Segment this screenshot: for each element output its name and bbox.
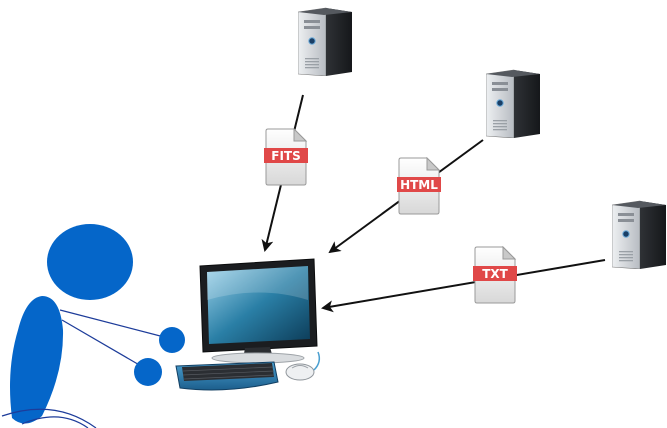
document-icon-html: HTML <box>397 157 441 215</box>
document-icon-txt: TXT <box>473 246 517 304</box>
file-label-html: HTML <box>400 178 438 192</box>
file-label-fits: FITS <box>271 149 301 163</box>
server-icon-middle <box>486 69 540 138</box>
server-icon-right <box>612 200 666 269</box>
person-hand-right <box>159 327 185 353</box>
monitor-icon <box>199 258 318 364</box>
file-label-txt: TXT <box>482 267 508 281</box>
person-head <box>47 224 133 300</box>
document-icon-fits: FITS <box>264 128 308 186</box>
mouse-icon <box>285 351 321 381</box>
arrow-txt <box>321 259 606 313</box>
person-figure <box>1 224 185 428</box>
keyboard-icon <box>175 361 279 391</box>
person-body <box>10 296 64 424</box>
server-icon-top <box>298 7 352 76</box>
person-hand-left <box>134 358 162 386</box>
